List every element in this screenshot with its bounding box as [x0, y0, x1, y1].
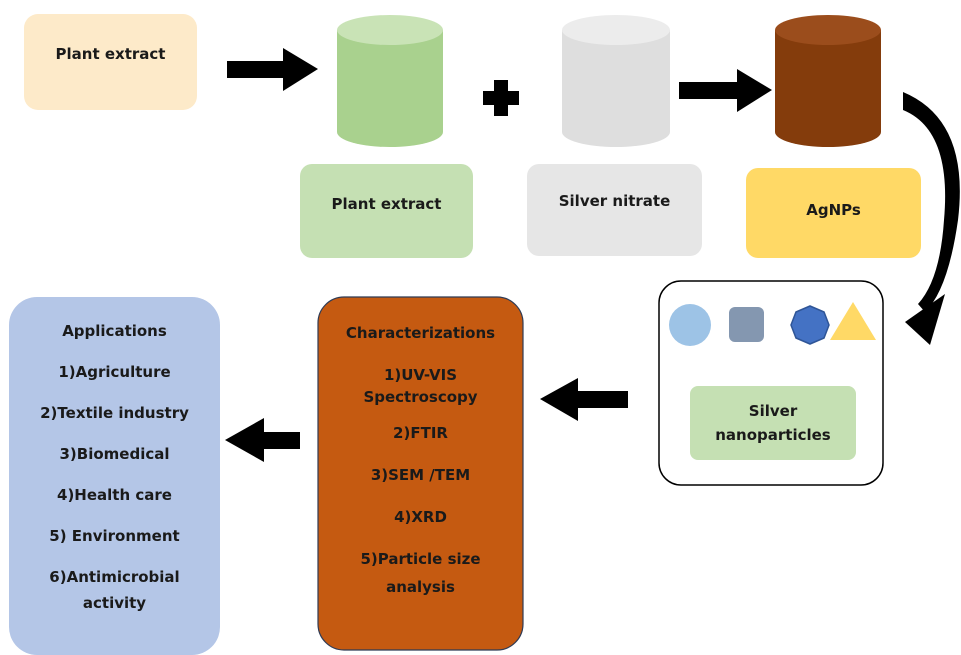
- square-particle-icon: [729, 307, 764, 342]
- app-item-6-line2: activity: [82, 594, 147, 612]
- silver-nitrate-cylinder: [562, 15, 670, 147]
- app-item-6-line1: 6)Antimicrobial: [49, 568, 180, 586]
- silver-nitrate-label-box: [527, 164, 702, 256]
- silver-nanoparticles-line2: nanoparticles: [715, 426, 831, 444]
- char-item-2: 2)FTIR: [393, 424, 448, 442]
- characterizations-box: [317, 296, 524, 651]
- silver-nanoparticles-line1: Silver: [748, 402, 798, 420]
- app-item-3: 3)Biomedical: [59, 445, 170, 463]
- char-item-1-line1: 1)UV-VIS: [383, 366, 458, 384]
- curved-arrow: [903, 92, 960, 345]
- char-item-5-line1: 5)Particle size: [360, 550, 481, 568]
- agnps-label: AgNPs: [806, 201, 861, 219]
- arrow-left-2: [225, 418, 300, 462]
- characterizations-list: Characterizations 1)UV-VIS Spectroscopy …: [318, 324, 523, 600]
- plant-extract-source-box: [24, 14, 197, 110]
- arrow-right-1: [227, 48, 318, 91]
- applications-title: Applications: [62, 322, 167, 340]
- agnps-label-box: [746, 168, 921, 258]
- char-item-1-line2: Spectroscopy: [363, 388, 478, 406]
- plant-extract-cylinder: [337, 15, 443, 147]
- octagon-particle-icon: [790, 305, 830, 345]
- app-item-5: 5) Environment: [49, 527, 180, 545]
- agnps-cylinder: [775, 15, 881, 147]
- plus-icon: [483, 80, 519, 116]
- applications-list: Applications 1)Agriculture 2)Textile ind…: [9, 322, 220, 616]
- applications-box: [9, 297, 220, 655]
- app-item-4: 4)Health care: [57, 486, 172, 504]
- plant-extract-source-label: Plant extract: [55, 45, 166, 63]
- triangle-particle-icon: [830, 302, 876, 340]
- char-item-5-line2: analysis: [386, 578, 455, 596]
- char-item-3: 3)SEM /TEM: [370, 466, 471, 484]
- arrow-right-2: [679, 69, 772, 112]
- app-item-1: 1)Agriculture: [58, 363, 171, 381]
- silver-nanoparticles-box: [690, 386, 856, 460]
- characterizations-title: Characterizations: [345, 324, 496, 342]
- app-item-2: 2)Textile industry: [40, 404, 189, 422]
- silver-nitrate-label: Silver nitrate: [558, 192, 671, 210]
- arrow-left-1: [540, 378, 628, 421]
- silver-nanoparticles-label: Silver nanoparticles: [690, 399, 856, 447]
- plant-extract-label-box: [300, 164, 473, 258]
- plant-extract-label: Plant extract: [331, 195, 442, 213]
- char-item-4: 4)XRD: [394, 508, 447, 526]
- circle-particle-icon: [669, 304, 711, 346]
